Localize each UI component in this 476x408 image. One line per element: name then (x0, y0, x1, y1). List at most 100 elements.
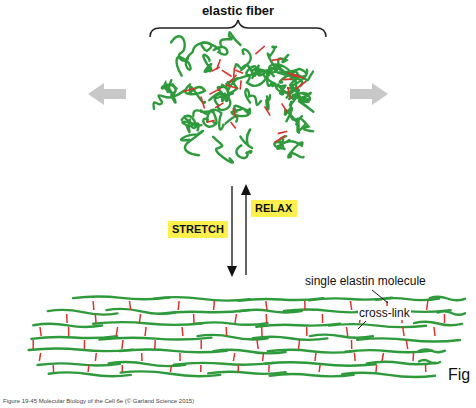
elastin-molecule (120, 349, 227, 352)
elastin-molecule (414, 322, 462, 326)
elastin-molecule (158, 310, 249, 314)
cross-link-mark (84, 340, 86, 349)
cross-link-mark (207, 120, 215, 122)
elastin-molecule (367, 362, 436, 364)
elastin-coil (289, 72, 313, 100)
cross-link-mark (154, 340, 156, 349)
elastin-coil (241, 65, 260, 78)
cross-link-mark (177, 301, 179, 310)
elastin-coil (266, 95, 270, 110)
highlight-box: STRETCH (168, 221, 228, 238)
elastin-molecule (121, 371, 221, 376)
cross-link-mark (257, 340, 258, 349)
elastin-coil (220, 32, 240, 46)
elastin-coil (234, 71, 267, 86)
step-label: RELAX (255, 202, 293, 215)
elastin-molecule (419, 350, 446, 353)
heading-label: elastic fiber (201, 3, 275, 18)
elastin-molecule (174, 363, 273, 365)
elastin-coil (284, 140, 303, 158)
cross-link-mark (39, 353, 40, 361)
cross-link-mark (406, 340, 407, 349)
cross-link-mark (434, 327, 435, 336)
cross-link-mark (181, 327, 183, 336)
cross-link-mark (235, 70, 243, 73)
elastin-molecule (342, 373, 435, 377)
cross-link-mark (68, 327, 70, 336)
part-label: single elastin molecule (304, 274, 427, 288)
cross-link-mark (213, 301, 215, 310)
cross-link-mark (179, 353, 181, 361)
elastin-molecule (430, 297, 465, 301)
cross-link-mark (425, 365, 427, 372)
elastin-coil (236, 145, 251, 158)
cross-link-mark (40, 327, 41, 336)
cross-link-mark (200, 365, 202, 372)
cross-link-mark (299, 340, 300, 349)
cross-link-mark (265, 106, 271, 115)
elastin-coil (219, 115, 237, 130)
cross-link-mark (278, 131, 288, 133)
elastin-molecule (310, 335, 373, 338)
cross-link-mark (265, 314, 267, 323)
cross-link-mark (66, 314, 68, 323)
cross-link-mark (233, 353, 234, 361)
elastin-coil (269, 55, 288, 76)
elastin-molecule (93, 322, 203, 325)
elastin-coil (245, 89, 261, 105)
cross-link-mark (95, 314, 97, 323)
elastin-molecule (154, 297, 250, 300)
cross-link-mark (255, 46, 264, 54)
cross-link-mark (314, 353, 316, 361)
elastin-coil (218, 84, 229, 101)
cross-link-mark (95, 353, 97, 361)
cross-link-mark (412, 353, 414, 361)
relax-arrow (245, 193, 246, 275)
elastin-coil (171, 36, 188, 61)
stretch-arrow-left (88, 83, 126, 105)
cross-link-mark (287, 73, 299, 76)
brace (150, 20, 326, 37)
elastin-molecule (419, 360, 440, 363)
stretch-arrow-right (350, 83, 388, 105)
cross-link-mark (382, 353, 384, 361)
cross-link-mark (239, 80, 242, 89)
cross-link-mark (87, 365, 89, 372)
cross-link-mark (322, 314, 324, 323)
cross-link-mark (217, 59, 221, 69)
cross-link-mark (92, 301, 94, 310)
stretch-arrow (231, 186, 232, 268)
cross-link-mark (184, 88, 197, 92)
elastin-molecule (253, 337, 328, 340)
cross-link-mark (226, 85, 238, 89)
elastin-molecule (208, 372, 286, 374)
cross-link-mark (427, 301, 428, 310)
cross-link-mark (141, 353, 143, 361)
step-label: STRETCH (172, 223, 224, 236)
highlight-box: RELAX (251, 200, 297, 217)
elastin-molecule (438, 311, 465, 315)
cross-link-mark (139, 314, 140, 323)
cross-link-mark (225, 327, 227, 336)
elastin-coil (165, 80, 176, 93)
elastin-coil (298, 93, 311, 102)
cross-link-mark (268, 365, 270, 372)
cross-link-mark (170, 365, 171, 372)
cross-link-mark (52, 365, 54, 372)
elastin-molecule (256, 324, 340, 327)
elastin-coil (193, 110, 216, 123)
elastin-molecule (49, 372, 131, 376)
arrowhead (227, 266, 237, 277)
elastin-coil (182, 116, 196, 128)
cross-link-mark (193, 314, 195, 323)
elastin-molecule (99, 338, 211, 340)
cross-link-mark (231, 122, 236, 128)
cross-link-mark (288, 87, 291, 99)
cross-link-mark (145, 327, 146, 336)
cross-link-mark (215, 103, 223, 108)
elastin-molecule (268, 350, 355, 353)
elastin-molecule (329, 324, 426, 327)
cross-link-mark (347, 327, 348, 336)
cross-link-mark (262, 353, 264, 361)
stretched-elastin (29, 297, 465, 378)
